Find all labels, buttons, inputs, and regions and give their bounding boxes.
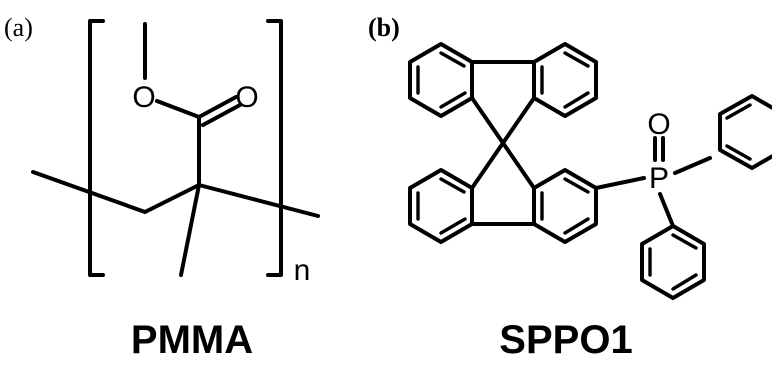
carbonyl-bond-a (197, 95, 238, 119)
pmma-structure: O O n (31, 19, 320, 287)
ring-double-bond (725, 103, 752, 120)
p-phenyl-bond-lower (658, 192, 675, 228)
chain-bond-3 (197, 183, 320, 218)
ring-double-bond (439, 51, 466, 68)
compound-name-sppo1: SPPO1 (499, 318, 632, 362)
chain-bond-1 (31, 170, 147, 214)
phosphorus-atom: P (649, 162, 669, 195)
compound-name-pmma: PMMA (131, 318, 253, 362)
chain-bond-2 (143, 183, 201, 214)
left-bracket (88, 19, 105, 277)
spiro-bond (501, 141, 536, 190)
right-phenyl-ring (718, 94, 772, 170)
methyl-bond (179, 183, 201, 277)
lower-phenyl-ring (640, 224, 706, 300)
spiro-bond (470, 96, 505, 145)
ring-double-bond (671, 273, 698, 291)
ring-double-bond (725, 144, 752, 161)
p-phenyl-bond-right (673, 156, 712, 175)
ring-double-bond (563, 177, 590, 194)
ring-double-bond (439, 177, 466, 194)
repeat-subscript: n (294, 254, 311, 287)
right-bracket (266, 19, 283, 277)
ester-oxygen: O (132, 81, 155, 114)
panel-a-label: (a) (4, 13, 33, 42)
ester-o-bond (155, 99, 201, 119)
spiro-bond (501, 96, 536, 145)
ring-double-bond (563, 91, 590, 109)
c-p-bond (594, 176, 646, 190)
ring-double-bond (563, 51, 590, 68)
carbonyl-bond-b (201, 103, 242, 127)
phosphoryl-oxygen: O (647, 108, 670, 141)
ring-double-bond (563, 217, 590, 235)
ring-double-bond (671, 233, 698, 250)
panel-b-label: (b) (368, 13, 400, 42)
carbonyl-oxygen: O (235, 81, 258, 114)
ring-double-bond (439, 91, 467, 109)
sppo1-structure: P O (408, 42, 772, 300)
ring-double-bond (439, 217, 467, 235)
spiro-bond (470, 141, 505, 190)
